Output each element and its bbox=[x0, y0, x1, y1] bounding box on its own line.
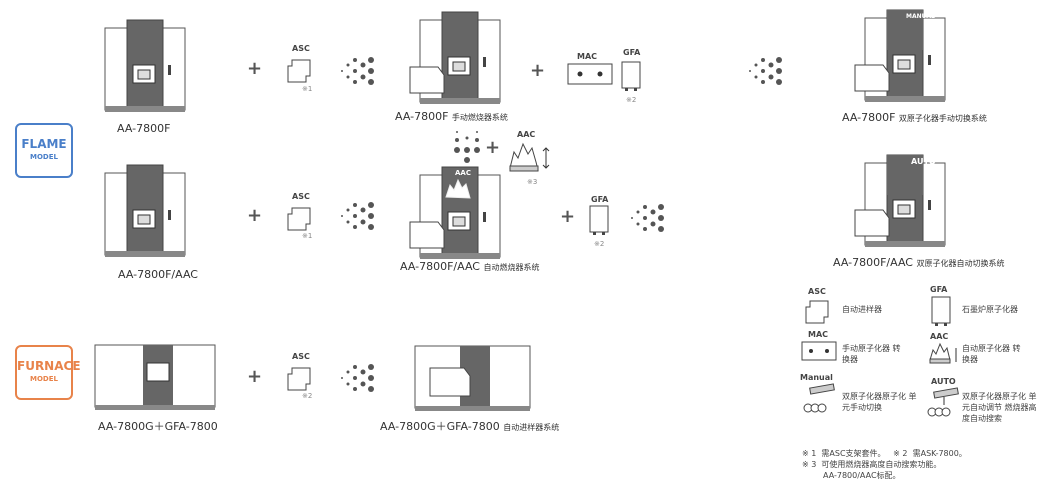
instrument-aa7800g-gfa bbox=[94, 344, 216, 410]
dots-arrow-icon bbox=[341, 57, 374, 85]
legend-aac-tag: AAC bbox=[930, 332, 949, 341]
auto-tag: AUTO bbox=[911, 157, 936, 166]
instrument-aa7800g-asc bbox=[414, 345, 531, 411]
label-aa7800f-system: AA-7800F 手动燃烧器系统 bbox=[395, 110, 508, 123]
label-dual-manual: AA-7800F 双原子化器手动切换系统 bbox=[842, 111, 987, 124]
label-dual-auto: AA-7800F/AAC 双原子化器自动切换系统 bbox=[833, 256, 1005, 269]
legend-gfa-desc: 石墨炉原子化器 bbox=[962, 305, 1018, 314]
aac-caption: AAC bbox=[517, 130, 536, 139]
asc-icon bbox=[287, 59, 311, 83]
asc-caption: ASC bbox=[292, 192, 310, 201]
note-ref: ※1 bbox=[302, 85, 313, 93]
label-aa7800f-aac: AA-7800F/AAC bbox=[118, 268, 198, 281]
asc-icon bbox=[287, 367, 311, 391]
asc-caption: ASC bbox=[292, 44, 310, 53]
legend-manual-desc: 双原子化器原子化 单元手动切换 bbox=[842, 392, 917, 412]
gfa-icon bbox=[589, 205, 609, 236]
legend-auto-tag: AUTO bbox=[931, 377, 956, 386]
footnote-3b: AA-7800/AAC标配。 bbox=[823, 471, 901, 480]
instrument-dual-manual bbox=[865, 10, 975, 102]
aac-icon bbox=[509, 142, 550, 172]
legend-aac-desc: 自动原子化器 转换器 bbox=[962, 344, 1021, 364]
plus-icon: + bbox=[247, 58, 263, 79]
dots-arrow-icon bbox=[341, 202, 374, 230]
gfa-caption: GFA bbox=[591, 195, 609, 204]
legend-asc-desc: 自动进样器 bbox=[842, 305, 882, 314]
legend-asc-tag: ASC bbox=[808, 287, 826, 296]
asc-caption: ASC bbox=[292, 352, 310, 361]
legend-gfa-icon bbox=[931, 296, 951, 327]
note-ref: ※3 bbox=[527, 178, 538, 186]
note-ref: ※2 bbox=[594, 240, 605, 248]
label-aa7800g-gfa: AA-7800G＋GFA-7800 bbox=[98, 420, 218, 433]
legend-asc-icon bbox=[805, 300, 829, 324]
instrument-aa7800f-aac bbox=[104, 164, 186, 258]
dots-arrow-icon bbox=[749, 57, 782, 85]
instrument-aac-system bbox=[420, 167, 520, 259]
legend-auto-icon bbox=[927, 387, 959, 417]
gfa-caption: GFA bbox=[623, 48, 641, 57]
legend-manual-tag: Manual bbox=[800, 373, 833, 382]
note-ref: ※1 bbox=[302, 232, 313, 240]
legend-mac-desc: 手动原子化器 转换器 bbox=[842, 344, 901, 364]
legend-auto-desc: 双原子化器原子化 单元自动调节 燃烧器高度自动搜索 bbox=[962, 392, 1037, 423]
label-aac-system: AA-7800F/AAC 自动燃烧器系统 bbox=[400, 260, 540, 273]
footnote-3: ※ 3 可使用燃烧器高度自动搜索功能。 bbox=[802, 460, 942, 469]
instrument-aa7800f-asc bbox=[420, 12, 520, 104]
plus-icon: + bbox=[560, 206, 576, 227]
legend-aac-icon bbox=[929, 342, 957, 364]
mac-caption: MAC bbox=[577, 52, 598, 61]
label-asc-system: AA-7800G＋GFA-7800 自动进样器系统 bbox=[380, 420, 560, 433]
legend-mac-tag: MAC bbox=[808, 330, 829, 339]
footnote-1: ※ 1 需ASC支架套件。 ※ 2 需ASK-7800。 bbox=[802, 449, 967, 458]
instrument-dual-auto bbox=[865, 155, 975, 247]
dots-arrow-icon bbox=[341, 364, 374, 392]
note-ref: ※2 bbox=[626, 96, 637, 104]
asc-icon bbox=[287, 207, 311, 231]
plus-icon: + bbox=[485, 137, 501, 158]
plus-icon: + bbox=[530, 60, 546, 81]
dots-down-icon bbox=[454, 131, 480, 163]
instrument-aa7800f bbox=[104, 19, 186, 113]
note-ref: ※2 bbox=[302, 392, 313, 400]
manual-tag: MANUAL bbox=[906, 13, 935, 20]
plus-icon: + bbox=[247, 205, 263, 226]
gfa-icon bbox=[621, 61, 641, 92]
mac-icon bbox=[567, 63, 613, 85]
dots-arrow-icon bbox=[631, 204, 664, 232]
label-aa7800f: AA-7800F bbox=[117, 122, 171, 135]
aac-inner-tag: AAC bbox=[455, 169, 471, 177]
legend-manual-icon bbox=[803, 383, 835, 413]
legend-mac-icon bbox=[801, 341, 837, 361]
legend-gfa-tag: GFA bbox=[930, 285, 948, 294]
plus-icon: + bbox=[247, 366, 263, 387]
